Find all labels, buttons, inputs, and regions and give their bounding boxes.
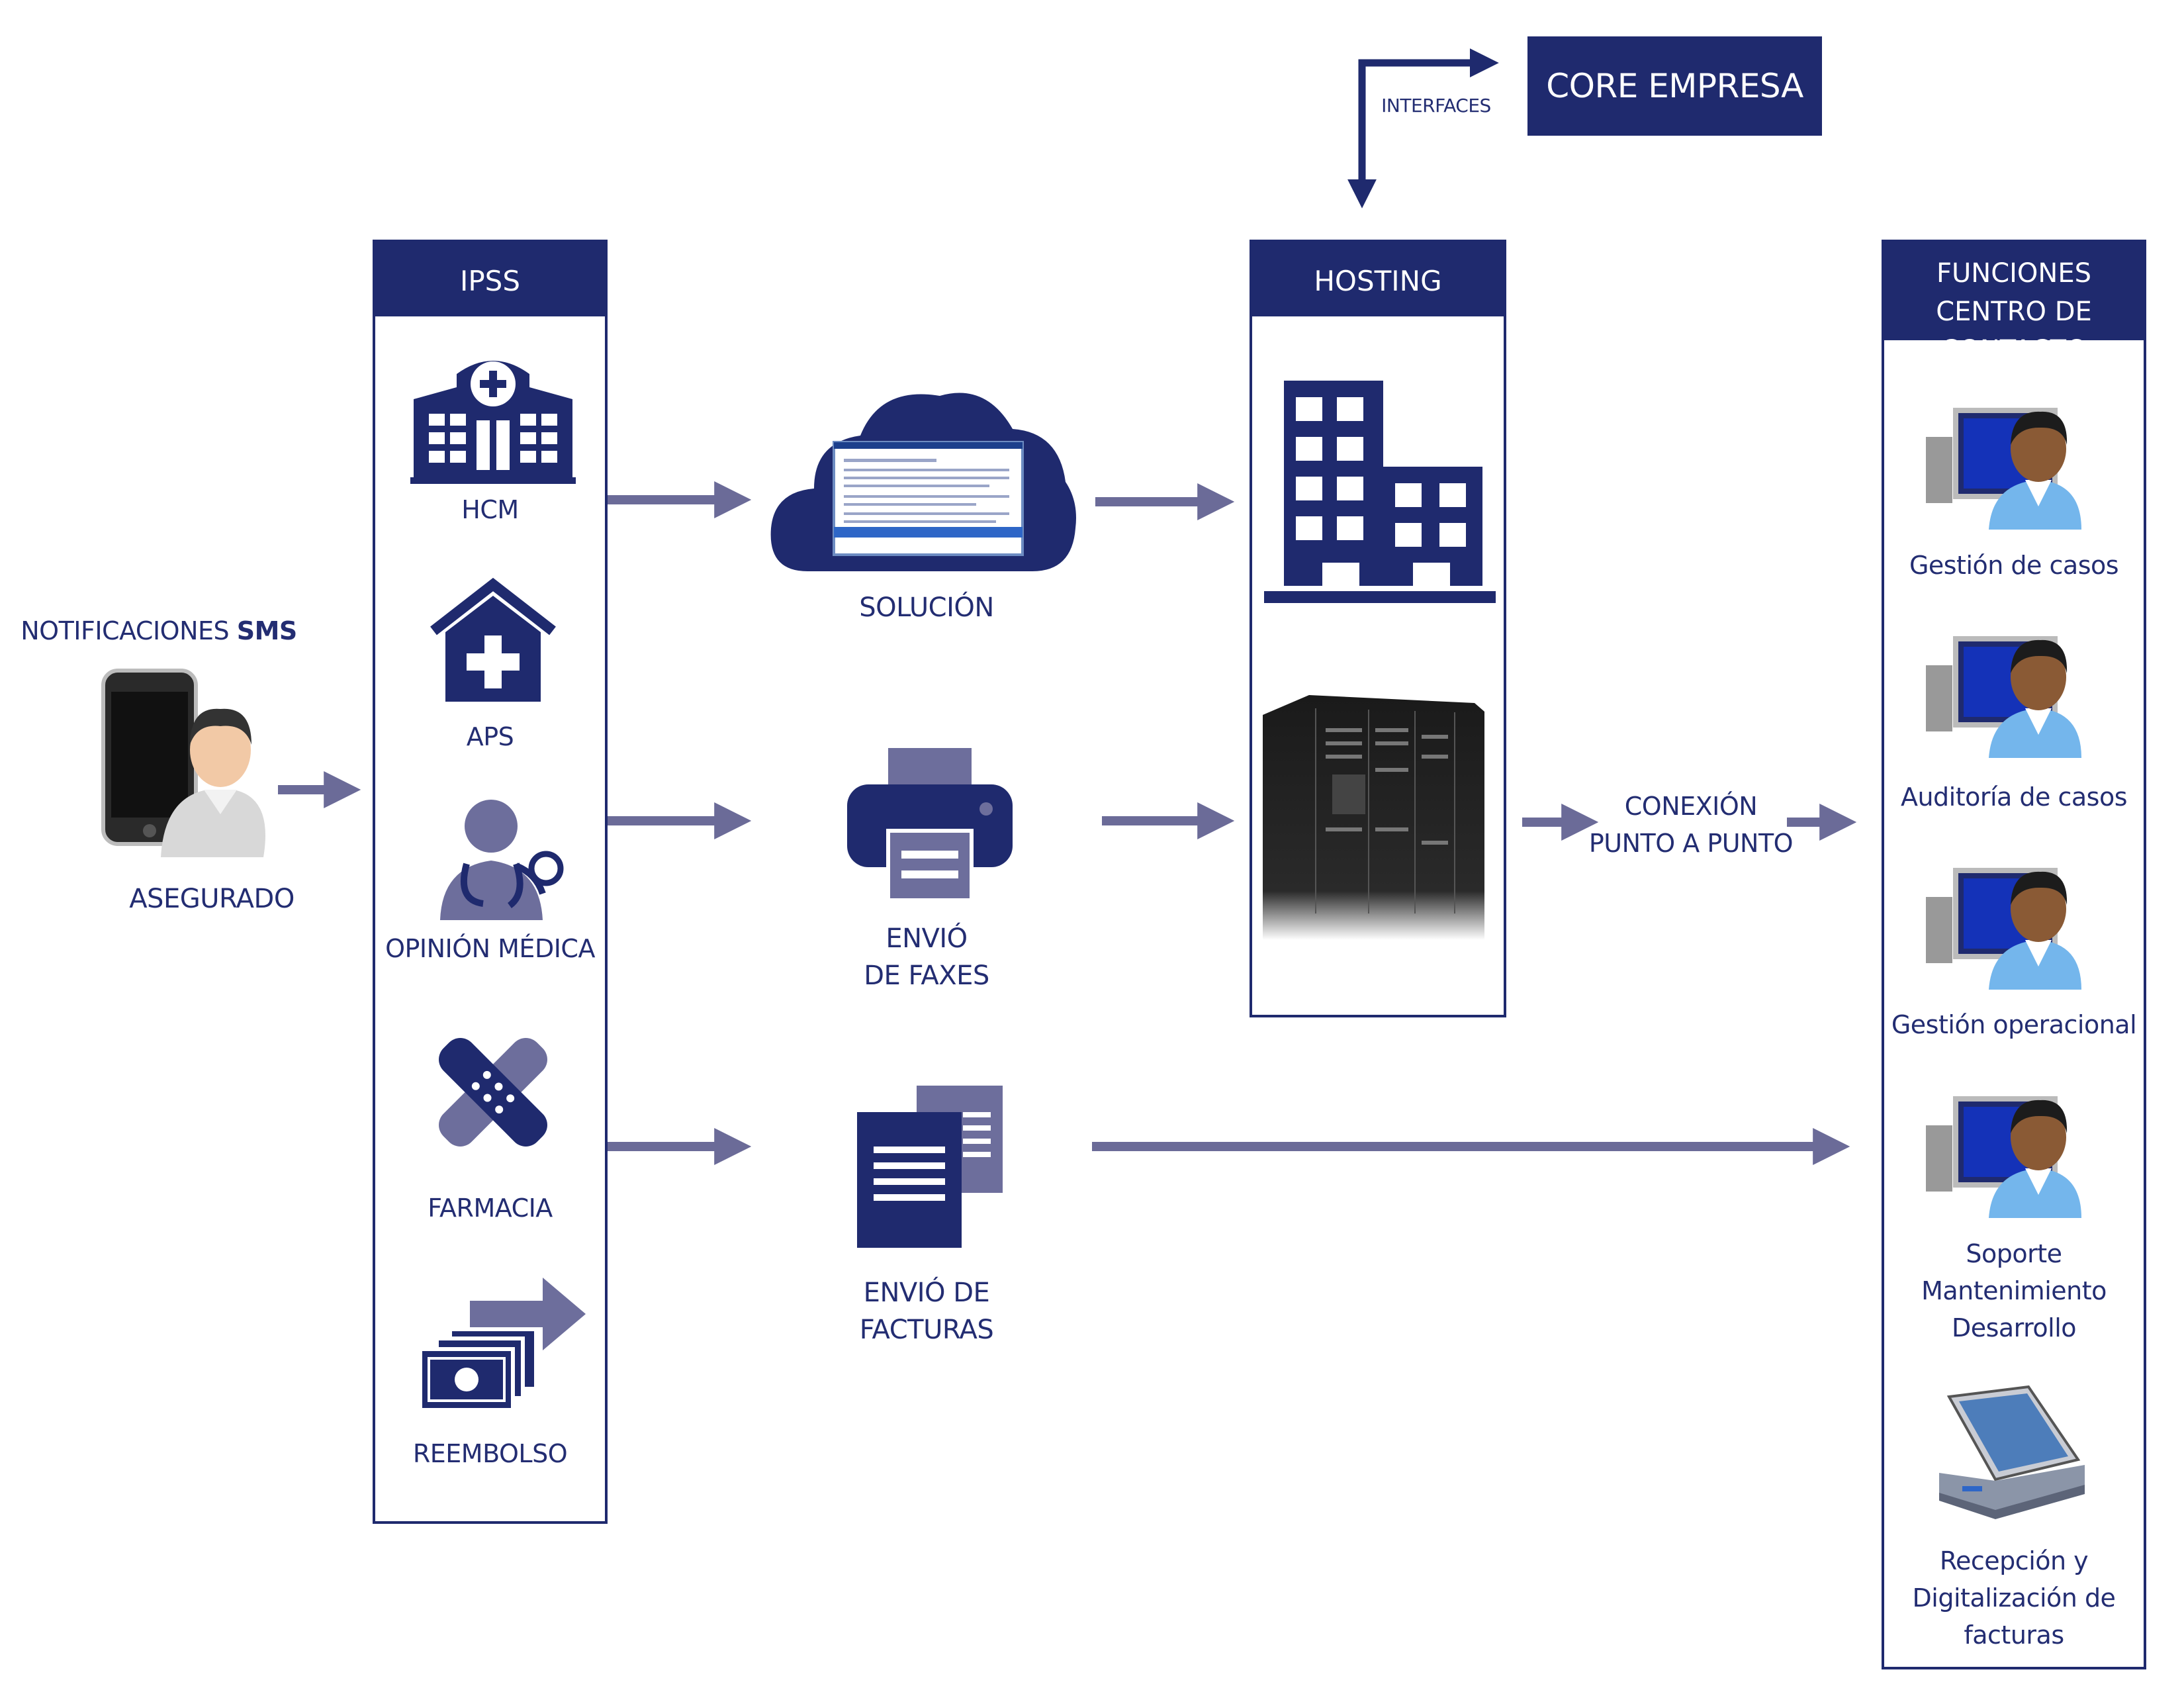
contact-item-auditoria-casos: Auditoría de casos	[1900, 782, 2128, 812]
operator-icon	[1926, 868, 2081, 990]
connection-label-line2: PUNTO A PUNTO	[1588, 829, 1794, 858]
fax-label-line1: ENVIÓ	[886, 923, 968, 954]
connection-label-line1: CONEXIÓN	[1624, 792, 1758, 821]
cloud-solution-icon	[770, 393, 1076, 571]
invoice-label-line1: ENVIÓ DE	[863, 1278, 990, 1308]
contact-item-gestion-operacional: Gestión operacional	[1891, 1010, 2137, 1039]
contact-center-header: FUNCIONES CENTRO DE CONTACTO	[1884, 242, 2144, 365]
operator-icon	[1926, 1096, 2081, 1218]
hospital-icon	[410, 361, 576, 484]
core-empresa-title: CORE EMPRESA	[1546, 67, 1803, 105]
bandage-icon	[439, 1038, 547, 1147]
money-transfer-icon	[418, 1278, 586, 1412]
sms-prefix: NOTIFICACIONES	[21, 616, 237, 645]
interfaces-label: INTERFACES	[1381, 95, 1491, 117]
solution-label: SOLUCIÓN	[859, 592, 994, 623]
invoice-label-line2: FACTURAS	[859, 1315, 994, 1345]
fax-label-line2: DE FAXES	[864, 961, 989, 991]
ipss-item-opinion-medica: OPINIÓN MÉDICA	[385, 934, 595, 963]
contact-item-gestion-casos: Gestión de casos	[1909, 551, 2119, 580]
operator-icon	[1926, 636, 2081, 758]
asegurado-label: ASEGURADO	[129, 884, 295, 914]
contact-item-soporte-line2: Mantenimiento	[1921, 1276, 2107, 1305]
smartphone-user-icon	[101, 669, 265, 857]
contact-item-recepcion-line1: Recepción y	[1939, 1546, 2089, 1575]
ipss-item-reembolso: REEMBOLSO	[412, 1439, 568, 1468]
office-building-icon	[1264, 381, 1496, 603]
contact-center-title-line1: FUNCIONES	[1936, 258, 2091, 289]
ipss-header: IPSS	[375, 242, 605, 316]
contact-center-title-line2: CENTRO DE CONTACTO	[1936, 297, 2092, 365]
clinic-icon	[430, 577, 556, 702]
contact-item-soporte-line1: Soporte	[1966, 1239, 2062, 1268]
scanner-icon	[1939, 1385, 2085, 1519]
server-racks-icon	[1263, 695, 1484, 940]
doctor-icon	[440, 800, 564, 920]
printer-icon	[847, 748, 1013, 902]
ipss-item-aps: APS	[466, 722, 514, 751]
contact-item-soporte-line3: Desarrollo	[1951, 1313, 2077, 1342]
sms-notifications-label: NOTIFICACIONES SMS	[20, 612, 298, 649]
contact-item-recepcion-line3: facturas	[1964, 1620, 2064, 1650]
hosting-header: HOSTING	[1252, 242, 1504, 316]
ipss-item-hcm: HCM	[461, 495, 519, 524]
ipss-item-farmacia: FARMACIA	[428, 1194, 553, 1223]
sms-bold: SMS	[236, 616, 298, 645]
invoice-documents-icon	[857, 1086, 1003, 1248]
operator-icon	[1926, 408, 2081, 530]
core-empresa-box	[1527, 36, 1822, 136]
arrow-interfaces	[1358, 48, 1499, 199]
contact-item-recepcion-line2: Digitalización de	[1912, 1583, 2116, 1613]
